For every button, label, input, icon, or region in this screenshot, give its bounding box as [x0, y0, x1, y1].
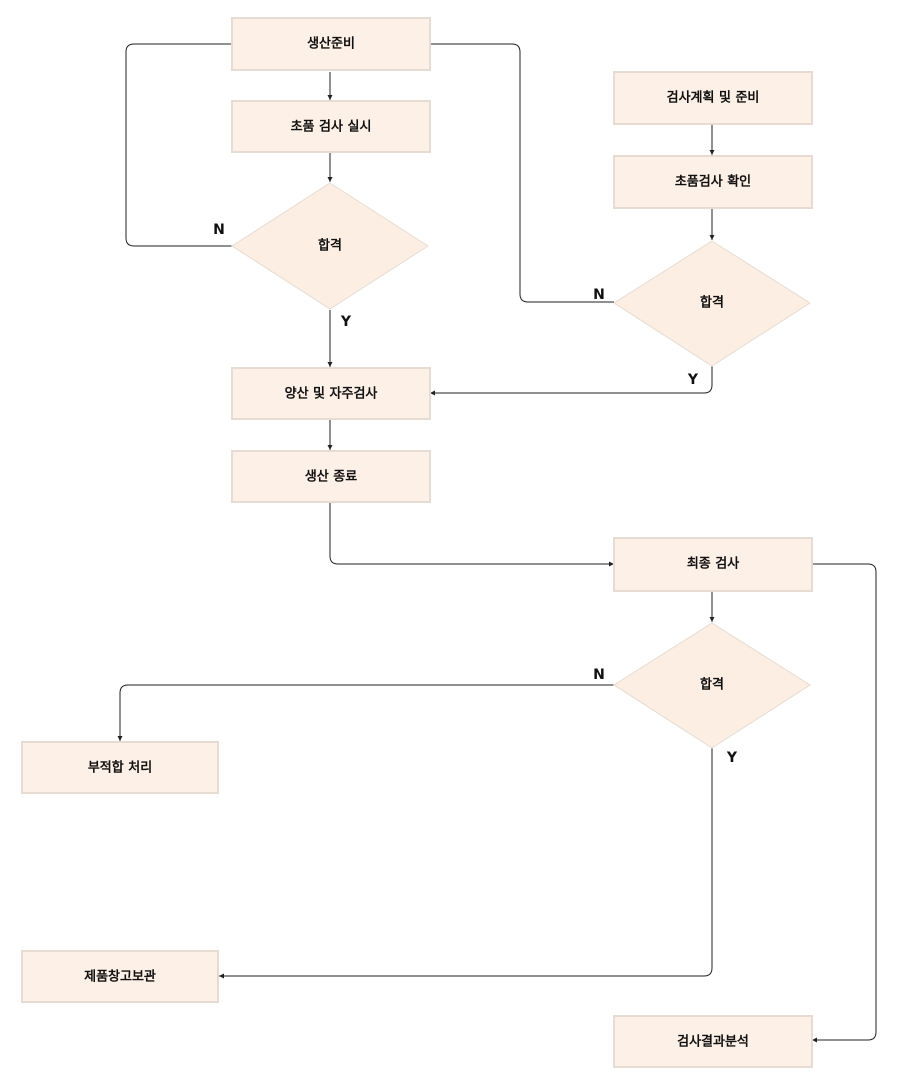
node-first-article-check-label: 초품검사 확인 — [675, 174, 751, 190]
node-production-prep-box — [231, 17, 431, 71]
node-result-analysis-label: 검사결과분석 — [677, 1034, 749, 1050]
node-pass-check-3[interactable]: 합격 — [613, 622, 811, 749]
node-pass-check-2[interactable]: 합격 — [613, 240, 811, 367]
edge-pass3-yes-to-warehouse — [219, 748, 713, 979]
node-mass-production-box — [231, 367, 431, 420]
edges — [117, 43, 877, 1043]
node-first-article-check-box — [613, 155, 813, 209]
node-pass-check-1-label: 합격 — [318, 238, 342, 254]
pass1-no-label: N — [213, 222, 225, 238]
node-inspection-result-analysis[interactable]: 검사결과분석 — [613, 1015, 813, 1068]
pass3-yes-label: Y — [726, 750, 738, 766]
edge-prep-to-pass2-no — [430, 43, 614, 303]
node-mass-production-label: 양산 및 자주검사 — [285, 386, 378, 402]
node-first-article-inspection-box — [231, 100, 431, 153]
node-pass-check-1[interactable]: 합격 — [231, 182, 429, 310]
node-nonconformance-label: 부적합 처리 — [88, 760, 152, 776]
node-production-end[interactable]: 생산 종료 — [231, 450, 431, 503]
edge-labels: N Y N Y N Y — [213, 222, 738, 766]
pass1-yes-label: Y — [340, 314, 352, 330]
node-inspection-plan-box — [613, 71, 813, 125]
edge-pass2-yes-to-mass-production — [430, 366, 713, 396]
node-production-prep-label: 생산준비 — [307, 36, 355, 52]
pass3-no-label: N — [593, 667, 605, 683]
edge-end-to-final-inspection — [329, 502, 614, 567]
node-final-inspection[interactable]: 최종 검사 — [613, 537, 813, 592]
node-first-article-inspection[interactable]: 초품 검사 실시 — [231, 100, 431, 153]
node-production-end-label: 생산 종료 — [305, 469, 357, 485]
node-product-warehouse-storage[interactable]: 제품창고보관 — [21, 950, 219, 1003]
node-nonconformance-box — [21, 741, 219, 794]
node-mass-production-self-inspection[interactable]: 양산 및 자주검사 — [231, 367, 431, 420]
node-result-analysis-box — [613, 1015, 813, 1068]
node-pass-check-1-diamond — [231, 182, 429, 310]
node-production-end-box — [231, 450, 431, 503]
edge-pass3-no-to-nonconformance — [117, 684, 614, 741]
node-inspection-plan-label: 검사계획 및 준비 — [667, 90, 760, 106]
node-pass-check-2-diamond — [613, 240, 811, 367]
node-first-article-check[interactable]: 초품검사 확인 — [613, 155, 813, 209]
node-warehouse-label: 제품창고보관 — [84, 969, 156, 985]
node-first-article-inspection-label: 초품 검사 실시 — [291, 119, 372, 135]
node-inspection-plan-prep[interactable]: 검사계획 및 준비 — [613, 71, 813, 125]
edge-final-to-analysis — [812, 563, 877, 1043]
node-production-prep[interactable]: 생산준비 — [231, 17, 431, 71]
node-pass-check-2-label: 합격 — [700, 295, 724, 311]
node-pass-check-3-diamond — [613, 622, 811, 749]
node-final-inspection-box — [613, 537, 813, 592]
node-warehouse-box — [21, 950, 219, 1003]
node-nonconformance-handling[interactable]: 부적합 처리 — [21, 741, 219, 794]
node-final-inspection-label: 최종 검사 — [687, 556, 739, 572]
pass2-no-label: N — [593, 287, 605, 303]
edge-pass1-no-loop — [125, 43, 232, 247]
pass2-yes-label: Y — [687, 372, 699, 388]
node-pass-check-3-label: 합격 — [700, 677, 724, 693]
